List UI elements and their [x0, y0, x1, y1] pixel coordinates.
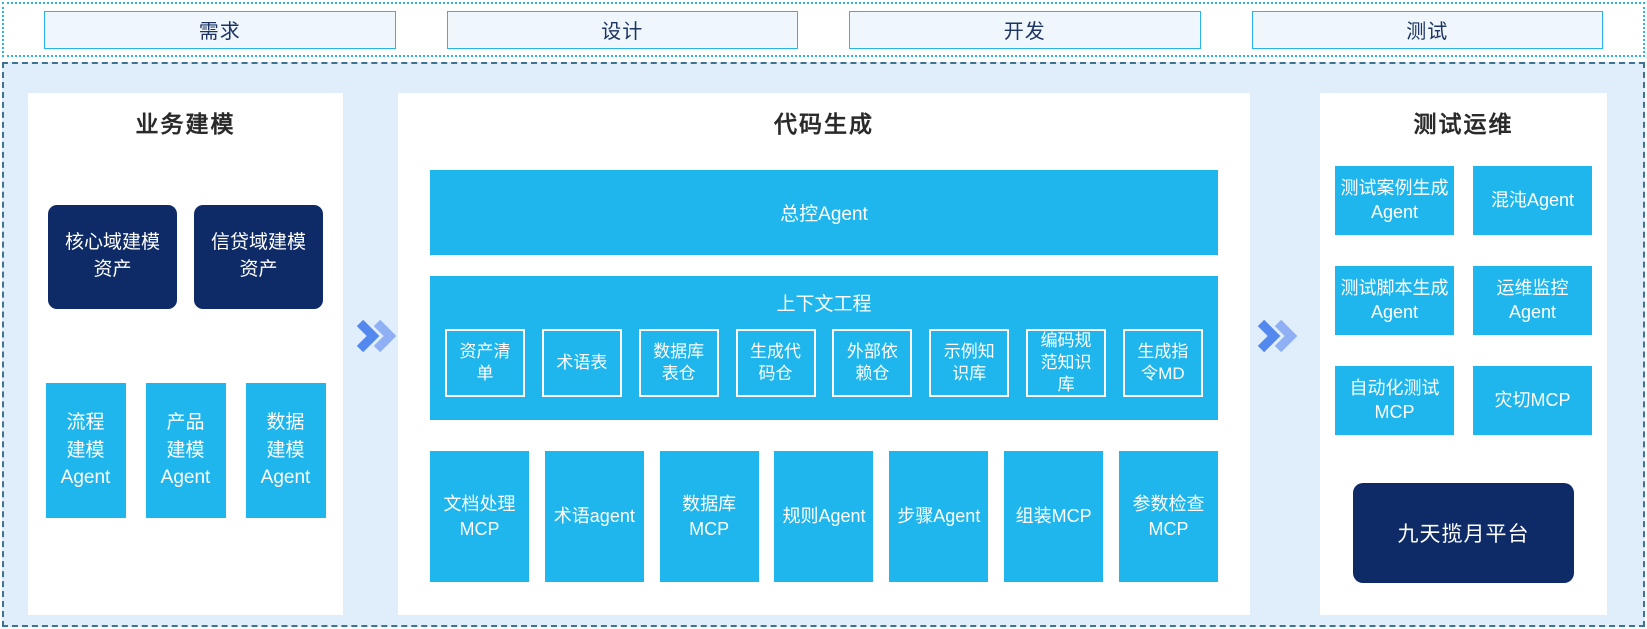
- phase-label: 需求: [198, 21, 241, 43]
- phase-label: 测试: [1406, 21, 1449, 43]
- rule-agent-box: 规则Agent: [774, 451, 874, 582]
- chaos-agent-box: 混沌Agent: [1473, 166, 1592, 235]
- glossary-box: 术语表: [541, 329, 622, 397]
- db-table-repo-box: 数据库表仓: [638, 329, 719, 397]
- coding-standard-kb-box: 编码规范知识库: [1026, 329, 1107, 397]
- phase-development: 开发: [849, 10, 1201, 49]
- step-agent-box: 步骤Agent: [889, 451, 989, 582]
- phase-label: 开发: [1003, 21, 1046, 43]
- phase-design: 设计: [446, 10, 798, 49]
- modeling-agents-row: 流程建模Agent 产品建模Agent 数据建模Agent: [28, 383, 343, 518]
- test-script-gen-agent-box: 测试脚本生成Agent: [1335, 266, 1454, 335]
- external-dependency-repo-box: 外部依赖仓: [832, 329, 913, 397]
- chevron-right-icon: [356, 320, 396, 352]
- tool-boxes-row: 文档处理MCP 术语agent 数据库MCP 规则Agent 步骤Agent 组…: [430, 451, 1218, 582]
- asset-list-box: 资产清单: [445, 329, 525, 397]
- code-generation-panel: 代码生成 总控Agent 上下文工程 资产清单 术语表 数据库表仓 生成代码仓 …: [398, 93, 1250, 615]
- automated-test-mcp-box: 自动化测试MCP: [1335, 366, 1454, 435]
- business-modeling-title: 业务建模: [135, 111, 236, 137]
- data-modeling-agent-box: 数据建模Agent: [245, 383, 326, 518]
- master-agent-bar: 总控Agent: [430, 170, 1218, 255]
- context-engineering-title: 上下文工程: [776, 294, 872, 315]
- code-generation-title: 代码生成: [774, 111, 874, 137]
- example-knowledge-base-box: 示例知识库: [929, 329, 1010, 397]
- phase-label: 设计: [601, 21, 644, 43]
- context-items-row: 资产清单 术语表 数据库表仓 生成代码仓 外部依赖仓 示例知识库 编码规范知识库…: [430, 329, 1218, 397]
- business-modeling-panel: 业务建模 核心域建模资产 信贷域建模资产 流程建模Agent 产品建模Agent…: [28, 93, 343, 615]
- disaster-switch-mcp-box: 灾切MCP: [1473, 366, 1592, 435]
- chevron-right-icon: [1257, 320, 1297, 352]
- test-case-gen-agent-box: 测试案例生成Agent: [1335, 166, 1454, 235]
- credit-domain-assets-box: 信贷域建模资产: [194, 205, 323, 309]
- phase-requirements: 需求: [44, 10, 396, 49]
- glossary-agent-box: 术语agent: [544, 451, 644, 582]
- param-check-mcp-box: 参数检查MCP: [1118, 451, 1218, 582]
- process-modeling-agent-box: 流程建模Agent: [45, 383, 126, 518]
- assembly-mcp-box: 组装MCP: [1004, 451, 1104, 582]
- jiutian-lanyue-platform-box: 九天揽月平台: [1353, 483, 1574, 583]
- database-mcp-box: 数据库MCP: [659, 451, 759, 582]
- ops-monitoring-agent-box: 运维监控Agent: [1473, 266, 1592, 335]
- generation-instruction-md-box: 生成指令MD: [1122, 329, 1203, 397]
- test-ops-panel: 测试运维 测试案例生成Agent 混沌Agent 测试脚本生成Agent 运维监…: [1320, 93, 1607, 615]
- phase-strip: 需求 设计 开发 测试: [2, 2, 1645, 57]
- generated-code-repo-box: 生成代码仓: [735, 329, 816, 397]
- doc-processing-mcp-box: 文档处理MCP: [430, 451, 529, 582]
- product-modeling-agent-box: 产品建模Agent: [145, 383, 226, 518]
- context-engineering-box: 上下文工程 资产清单 术语表 数据库表仓 生成代码仓 外部依赖仓 示例知识库 编…: [430, 276, 1218, 420]
- phase-testing: 测试: [1251, 10, 1603, 49]
- test-ops-grid: 测试案例生成Agent 混沌Agent 测试脚本生成Agent 运维监控Agen…: [1320, 166, 1607, 435]
- test-ops-title: 测试运维: [1413, 111, 1514, 137]
- core-domain-assets-box: 核心域建模资产: [48, 205, 177, 309]
- main-diagram-area: 业务建模 核心域建模资产 信贷域建模资产 流程建模Agent 产品建模Agent…: [2, 62, 1645, 627]
- modeling-assets-row: 核心域建模资产 信贷域建模资产: [28, 205, 343, 309]
